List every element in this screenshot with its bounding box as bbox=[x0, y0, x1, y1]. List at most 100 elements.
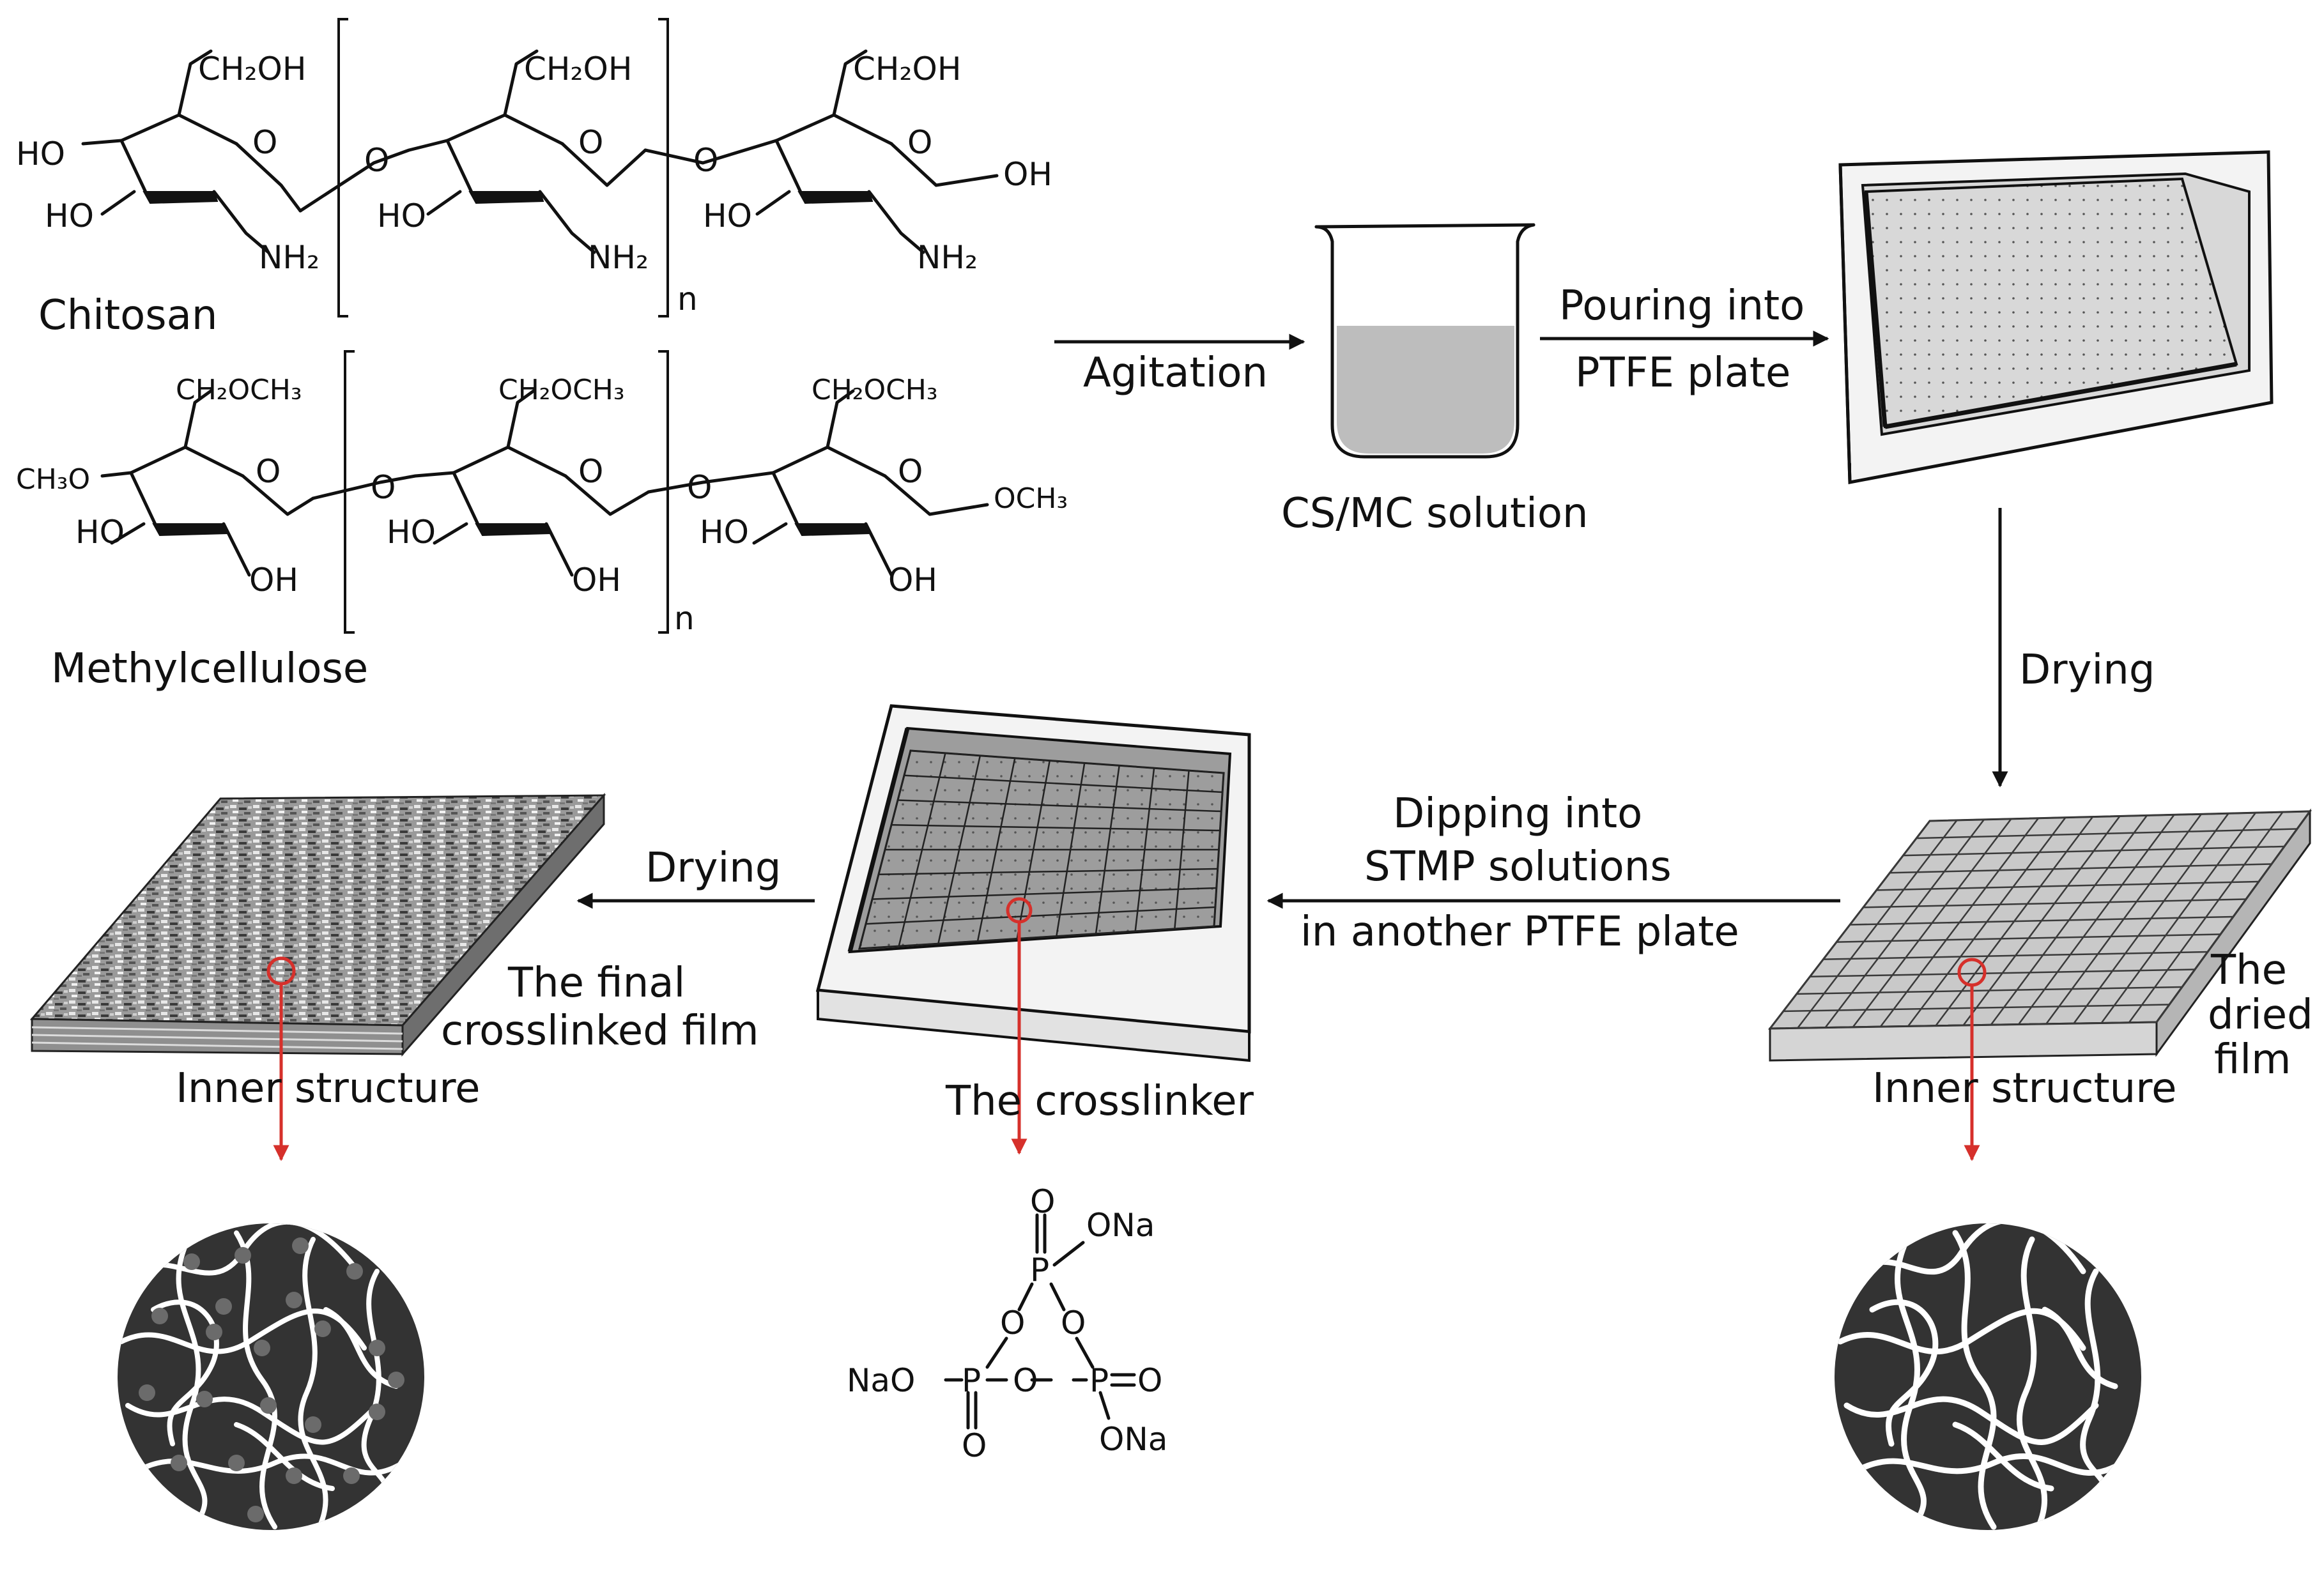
mc-link-o-2: O bbox=[687, 469, 712, 506]
chitosan-nh2-3: NH₂ bbox=[917, 239, 978, 276]
chitosan-structure: CH₂OH CH₂OH CH₂OH HO HO HO HO O O O O O … bbox=[16, 18, 1052, 339]
drying-vertical-label: Drying bbox=[2019, 647, 2155, 694]
grid-line bbox=[878, 868, 1218, 875]
mc-ring-o-1: O bbox=[256, 453, 281, 490]
inner-structure-uncrosslinked bbox=[1835, 1223, 2141, 1530]
grid-line bbox=[1836, 933, 2221, 943]
chitosan-ho-1: HO bbox=[16, 135, 65, 172]
grid-line bbox=[1849, 915, 2234, 926]
dried-film-label-2: dried bbox=[2208, 991, 2313, 1039]
stmp-ona-bottom: ONa bbox=[1099, 1421, 1167, 1458]
chitosan-ho-4: HO bbox=[703, 197, 752, 234]
mc-ring-3 bbox=[647, 389, 989, 577]
stmp-o-double-right: O bbox=[1137, 1362, 1162, 1399]
chitosan-ch2oh-1: CH₂OH bbox=[198, 50, 307, 88]
chitosan-bracket-right bbox=[658, 18, 669, 318]
mc-ho-2: HO bbox=[387, 514, 436, 551]
chitosan-label: Chitosan bbox=[38, 292, 217, 339]
mc-oh-2: OH bbox=[572, 562, 621, 599]
mc-ring-2 bbox=[311, 389, 650, 577]
inner-structure-right-label: Inner structure bbox=[1872, 1065, 2176, 1112]
inner-structure-left-label: Inner structure bbox=[176, 1065, 480, 1112]
chitosan-ring-o-1: O bbox=[252, 124, 277, 161]
chitosan-ring-o-3: O bbox=[907, 124, 932, 161]
stmp-molecule: O ONa P O O NaO P O P O O ONa bbox=[847, 1183, 1167, 1464]
mc-bracket-left bbox=[344, 350, 355, 634]
dried-film-label-3: film bbox=[2214, 1036, 2291, 1083]
stmp-o-right: O bbox=[1061, 1305, 1086, 1342]
dried-film-grid bbox=[1769, 810, 2311, 1030]
mc-oh-3: OH bbox=[888, 562, 937, 599]
mc-ring-o-2: O bbox=[578, 453, 603, 490]
grid-line bbox=[1863, 898, 2247, 908]
inner-structure-crosslinked bbox=[118, 1223, 424, 1530]
chitosan-ring-3 bbox=[643, 49, 999, 254]
mc-bracket-right bbox=[658, 350, 669, 634]
mc-ring-o-3: O bbox=[898, 453, 923, 490]
stmp-o-bottom: O bbox=[962, 1427, 987, 1464]
grid-line bbox=[859, 925, 1215, 950]
stmp-p-top: P bbox=[1030, 1251, 1049, 1289]
pouring-label-1: Pouring into bbox=[1559, 282, 1805, 330]
stmp-o-bridge: O bbox=[1013, 1362, 1038, 1399]
grid-line bbox=[910, 749, 1224, 774]
chitosan-ho-3: HO bbox=[377, 197, 426, 234]
chitosan-ch2oh-3: CH₂OH bbox=[853, 50, 962, 88]
agitation-label: Agitation bbox=[1083, 349, 1268, 397]
mc-ch3o: CH₃O bbox=[16, 463, 90, 496]
ptfe-plate bbox=[1838, 150, 2274, 485]
mc-ring-1 bbox=[100, 389, 315, 577]
chitosan-ho-2: HO bbox=[45, 197, 94, 234]
grid-line bbox=[1929, 810, 2311, 822]
stmp-p-left: P bbox=[962, 1362, 981, 1399]
chitosan-n: n bbox=[677, 280, 698, 318]
dried-film-label-1: The bbox=[2210, 947, 2287, 994]
stmp-ona-top: ONa bbox=[1086, 1207, 1155, 1244]
dipping-label-1: Dipping into bbox=[1393, 790, 1642, 838]
crosslinker-label: The crosslinker bbox=[945, 1078, 1254, 1125]
solution-label: CS/MC solution bbox=[1281, 490, 1589, 537]
beaker-solution bbox=[1337, 326, 1514, 454]
mc-ch2och3-1: CH₂OCH₃ bbox=[176, 374, 302, 406]
stmp-o-top: O bbox=[1030, 1183, 1055, 1220]
dried-film bbox=[1767, 808, 2312, 1062]
methylcellulose-structure: CH₂OCH₃ CH₂OCH₃ CH₂OCH₃ CH₃O HO HO HO O … bbox=[16, 350, 1068, 693]
grid-line bbox=[897, 799, 1222, 813]
stmp-plate bbox=[815, 704, 1251, 1062]
mc-och3-end: OCH₃ bbox=[994, 482, 1068, 515]
stmp-nao: NaO bbox=[847, 1362, 915, 1399]
mc-ho-1: HO bbox=[75, 514, 125, 551]
drying-left-label: Drying bbox=[645, 845, 781, 892]
final-film-label-1: The final bbox=[507, 960, 685, 1007]
grid-line bbox=[865, 906, 1215, 925]
chitosan-ring-o-2: O bbox=[578, 124, 603, 161]
grid-line bbox=[1876, 880, 2259, 891]
grid-line bbox=[1916, 828, 2298, 839]
pouring-label-2: PTFE plate bbox=[1575, 349, 1790, 397]
dipping-label-3: in another PTFE plate bbox=[1300, 908, 1739, 956]
grid-line bbox=[1810, 968, 2196, 977]
final-film-label-2: crosslinked film bbox=[441, 1007, 759, 1055]
chitosan-ring-1 bbox=[81, 49, 302, 254]
stmp-plate-grid bbox=[858, 749, 1225, 950]
chitosan-ring-2 bbox=[298, 49, 647, 254]
grid-line bbox=[1796, 986, 2183, 995]
grid-line bbox=[1903, 845, 2285, 857]
grid-line bbox=[872, 887, 1217, 900]
stmp-o-left: O bbox=[1000, 1305, 1025, 1342]
mc-link-o-1: O bbox=[371, 469, 396, 506]
chitosan-link-o-2: O bbox=[693, 142, 718, 179]
chitosan-nh2-2: NH₂ bbox=[588, 239, 649, 276]
grid-line bbox=[1823, 951, 2208, 960]
mc-ho-3: HO bbox=[700, 514, 749, 551]
chitosan-oh-end: OH bbox=[1003, 156, 1052, 193]
dipping-label-2: STMP solutions bbox=[1364, 843, 1672, 891]
mc-n: n bbox=[674, 600, 695, 637]
final-film bbox=[29, 793, 606, 1057]
beaker bbox=[1314, 223, 1535, 459]
crosslink-points bbox=[139, 1237, 404, 1522]
grid-line bbox=[1889, 863, 2272, 874]
methylcellulose-label: Methylcellulose bbox=[51, 645, 368, 693]
grid-line bbox=[1783, 1004, 2170, 1013]
